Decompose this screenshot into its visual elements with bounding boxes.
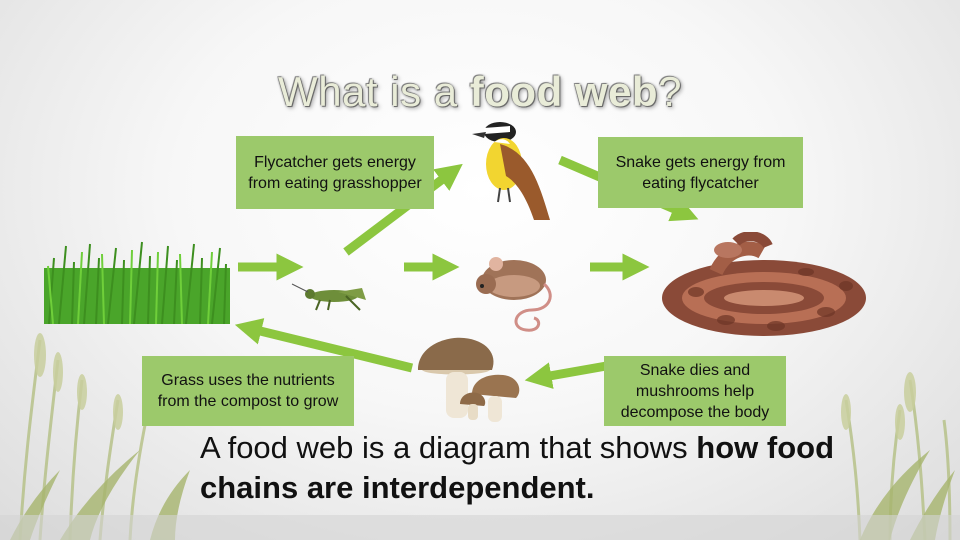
- flycatcher-box: Flycatcher gets energy from eating grass…: [236, 136, 434, 209]
- arrow-mushrooms-to-grass: [234, 318, 414, 373]
- arrow-snake-to-mushrooms: [524, 360, 613, 389]
- summary-text: A food web is a diagram that shows how f…: [200, 428, 900, 508]
- summary-bold: how food chains are interdependent.: [200, 430, 835, 505]
- mouse-image: [476, 257, 552, 332]
- mushrooms-box: Snake dies and mushrooms help decompose …: [604, 356, 786, 426]
- mushrooms-image: [418, 337, 520, 422]
- snake-image: [662, 232, 866, 336]
- title-end: ?: [658, 68, 682, 115]
- title-start: What is a: [278, 68, 470, 115]
- grasshopper-image: [291, 283, 366, 311]
- grass-image: [44, 241, 230, 324]
- slide-title: What is a food web?: [0, 68, 960, 116]
- flycatcher-image: [472, 122, 550, 220]
- arrow-grasshopper-to-flycatcher: [343, 163, 463, 256]
- snake-box: Snake gets energy from eating flycatcher: [598, 137, 803, 208]
- title-bold: food web: [469, 68, 659, 115]
- summary-start: A food web is a diagram that shows: [200, 430, 697, 465]
- grass-box: Grass uses the nutrients from the compos…: [142, 356, 354, 426]
